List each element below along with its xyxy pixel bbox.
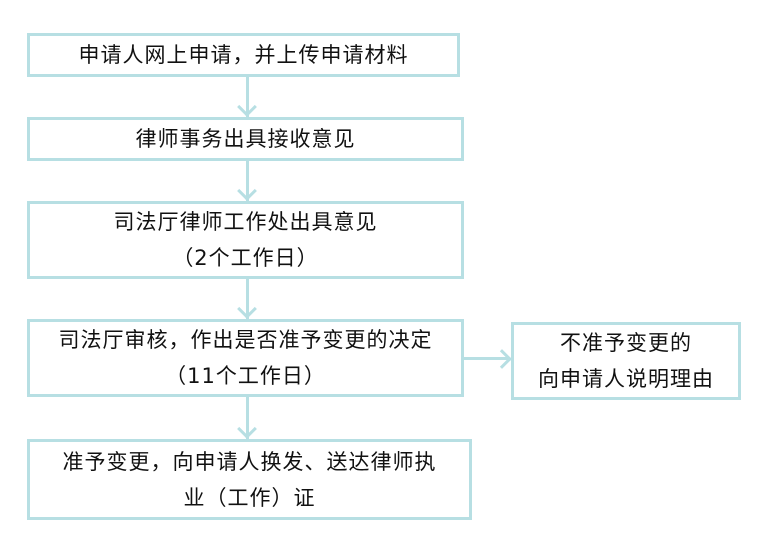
step-2-text: 律师事务出具接收意见: [135, 127, 356, 151]
arrow-down-icon: [237, 97, 257, 117]
step-4-text-line-1: 司法厅审核，作出是否准予变更的决定: [58, 328, 433, 352]
step-1-text: 申请人网上申请，并上传申请材料: [78, 43, 409, 67]
reject-box: 不准予变更的 向申请人说明理由: [511, 322, 741, 400]
step-5-box: 准予变更，向申请人换发、送达律师执 业（工作）证: [27, 439, 472, 520]
step-3-box: 司法厅律师工作处出具意见 （2个工作日）: [27, 201, 464, 279]
step-1-box: 申请人网上申请，并上传申请材料: [27, 33, 460, 77]
arrow-down-icon: [237, 181, 257, 201]
step-5-text-line-1: 准予变更，向申请人换发、送达律师执: [62, 449, 437, 474]
step-4-text-line-2: （11个工作日）: [165, 364, 326, 388]
connector-4-5: [246, 397, 249, 439]
arrow-down-icon: [237, 419, 257, 439]
reject-text-line-2: 向申请人说明理由: [538, 367, 714, 391]
connector-1-2: [246, 77, 249, 117]
step-3-text-line-1: 司法厅律师工作处出具意见: [113, 210, 378, 234]
step-4-box: 司法厅审核，作出是否准予变更的决定 （11个工作日）: [27, 319, 464, 397]
step-2-box: 律师事务出具接收意见: [27, 117, 464, 161]
reject-text-line-1: 不准予变更的: [560, 331, 692, 355]
arrow-down-icon: [237, 299, 257, 319]
arrow-right-icon: [492, 349, 512, 369]
connector-4-reject: [464, 357, 510, 360]
connector-3-4: [246, 279, 249, 319]
step-5-text-line-2: 业（工作）证: [183, 485, 316, 510]
step-3-text-line-2: （2个工作日）: [172, 246, 319, 270]
connector-2-3: [246, 161, 249, 201]
